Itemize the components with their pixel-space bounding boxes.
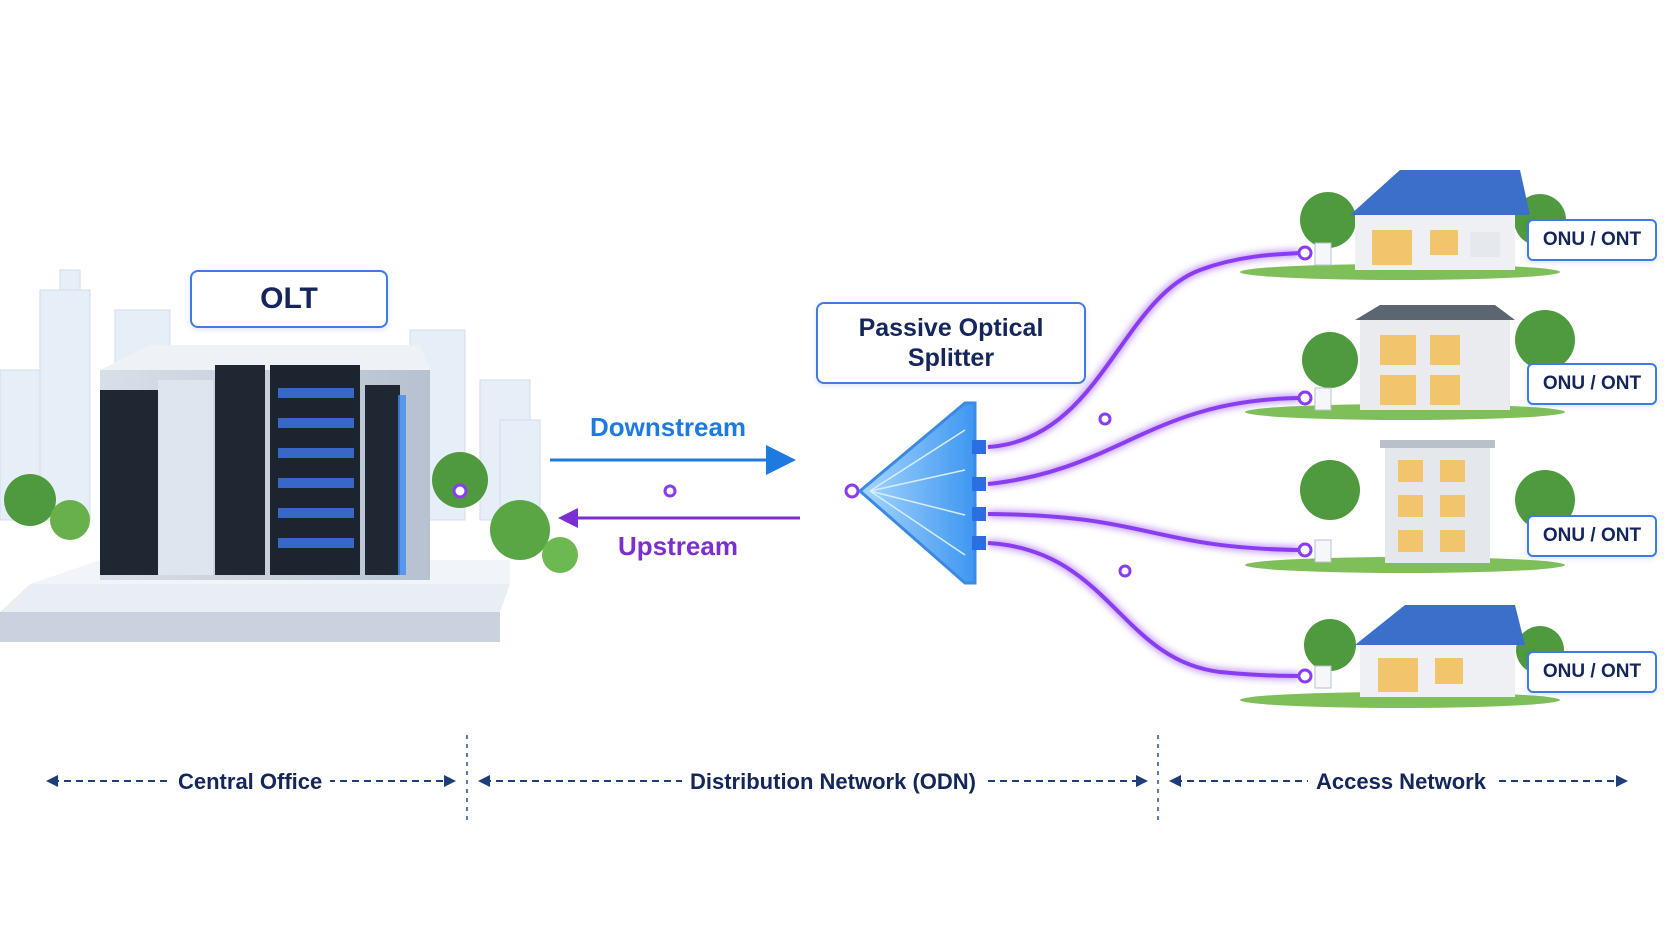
upstream-arrowhead [558,508,578,528]
olt-label: OLT [190,270,388,328]
onu-label-1: ONU / ONT [1527,219,1657,261]
onu-label-2: ONU / ONT [1527,363,1657,405]
onu-port-4 [1297,668,1313,684]
branch-fiber-4 [987,541,1301,678]
olt-label-text: OLT [260,282,318,315]
onu-label-4: ONU / ONT [1527,651,1657,693]
house-2 [1245,305,1575,420]
house-4 [1240,605,1564,708]
downstream-label: Downstream [590,412,747,442]
onu-port-2 [1297,390,1313,406]
onu-device-4 [1314,665,1332,689]
onu-device-1 [1314,242,1332,266]
onu-label-4-text: ONU / ONT [1542,661,1642,682]
trunk-node-mid [663,484,677,498]
trees-left [4,452,578,573]
branch-fiber-1 [987,251,1301,449]
trunk-node-splitter [844,483,860,499]
olt-building [0,345,510,642]
onu-label-3-text: ONU / ONT [1542,525,1642,546]
onu-label-1-text: ONU / ONT [1542,229,1642,250]
splitter-label: Passive Optical Splitter [816,302,1086,384]
onu-device-3 [1314,539,1332,563]
house-1 [1240,170,1566,280]
onu-port-1 [1297,245,1313,261]
onu-label-2-text: ONU / ONT [1542,373,1642,394]
branch-fiber-3 [987,512,1301,552]
onu-port-3 [1297,542,1313,558]
segment-access-network: Access Network [1308,769,1494,795]
splitter-label-line1: Passive Optical [858,314,1044,342]
splitter-device [857,401,986,585]
trunk-node-olt [452,483,468,499]
branch-fiber-2 [987,396,1301,486]
segment-distribution-network: Distribution Network (ODN) [682,769,984,795]
branch-node-1 [1098,412,1112,426]
branch-node-4 [1118,564,1132,578]
house-3 [1245,440,1575,573]
onu-label-3: ONU / ONT [1527,515,1657,557]
upstream-label: Upstream [618,531,738,561]
splitter-label-line2: Splitter [907,344,995,372]
onu-device-2 [1314,387,1332,411]
segment-central-office: Central Office [170,769,331,795]
